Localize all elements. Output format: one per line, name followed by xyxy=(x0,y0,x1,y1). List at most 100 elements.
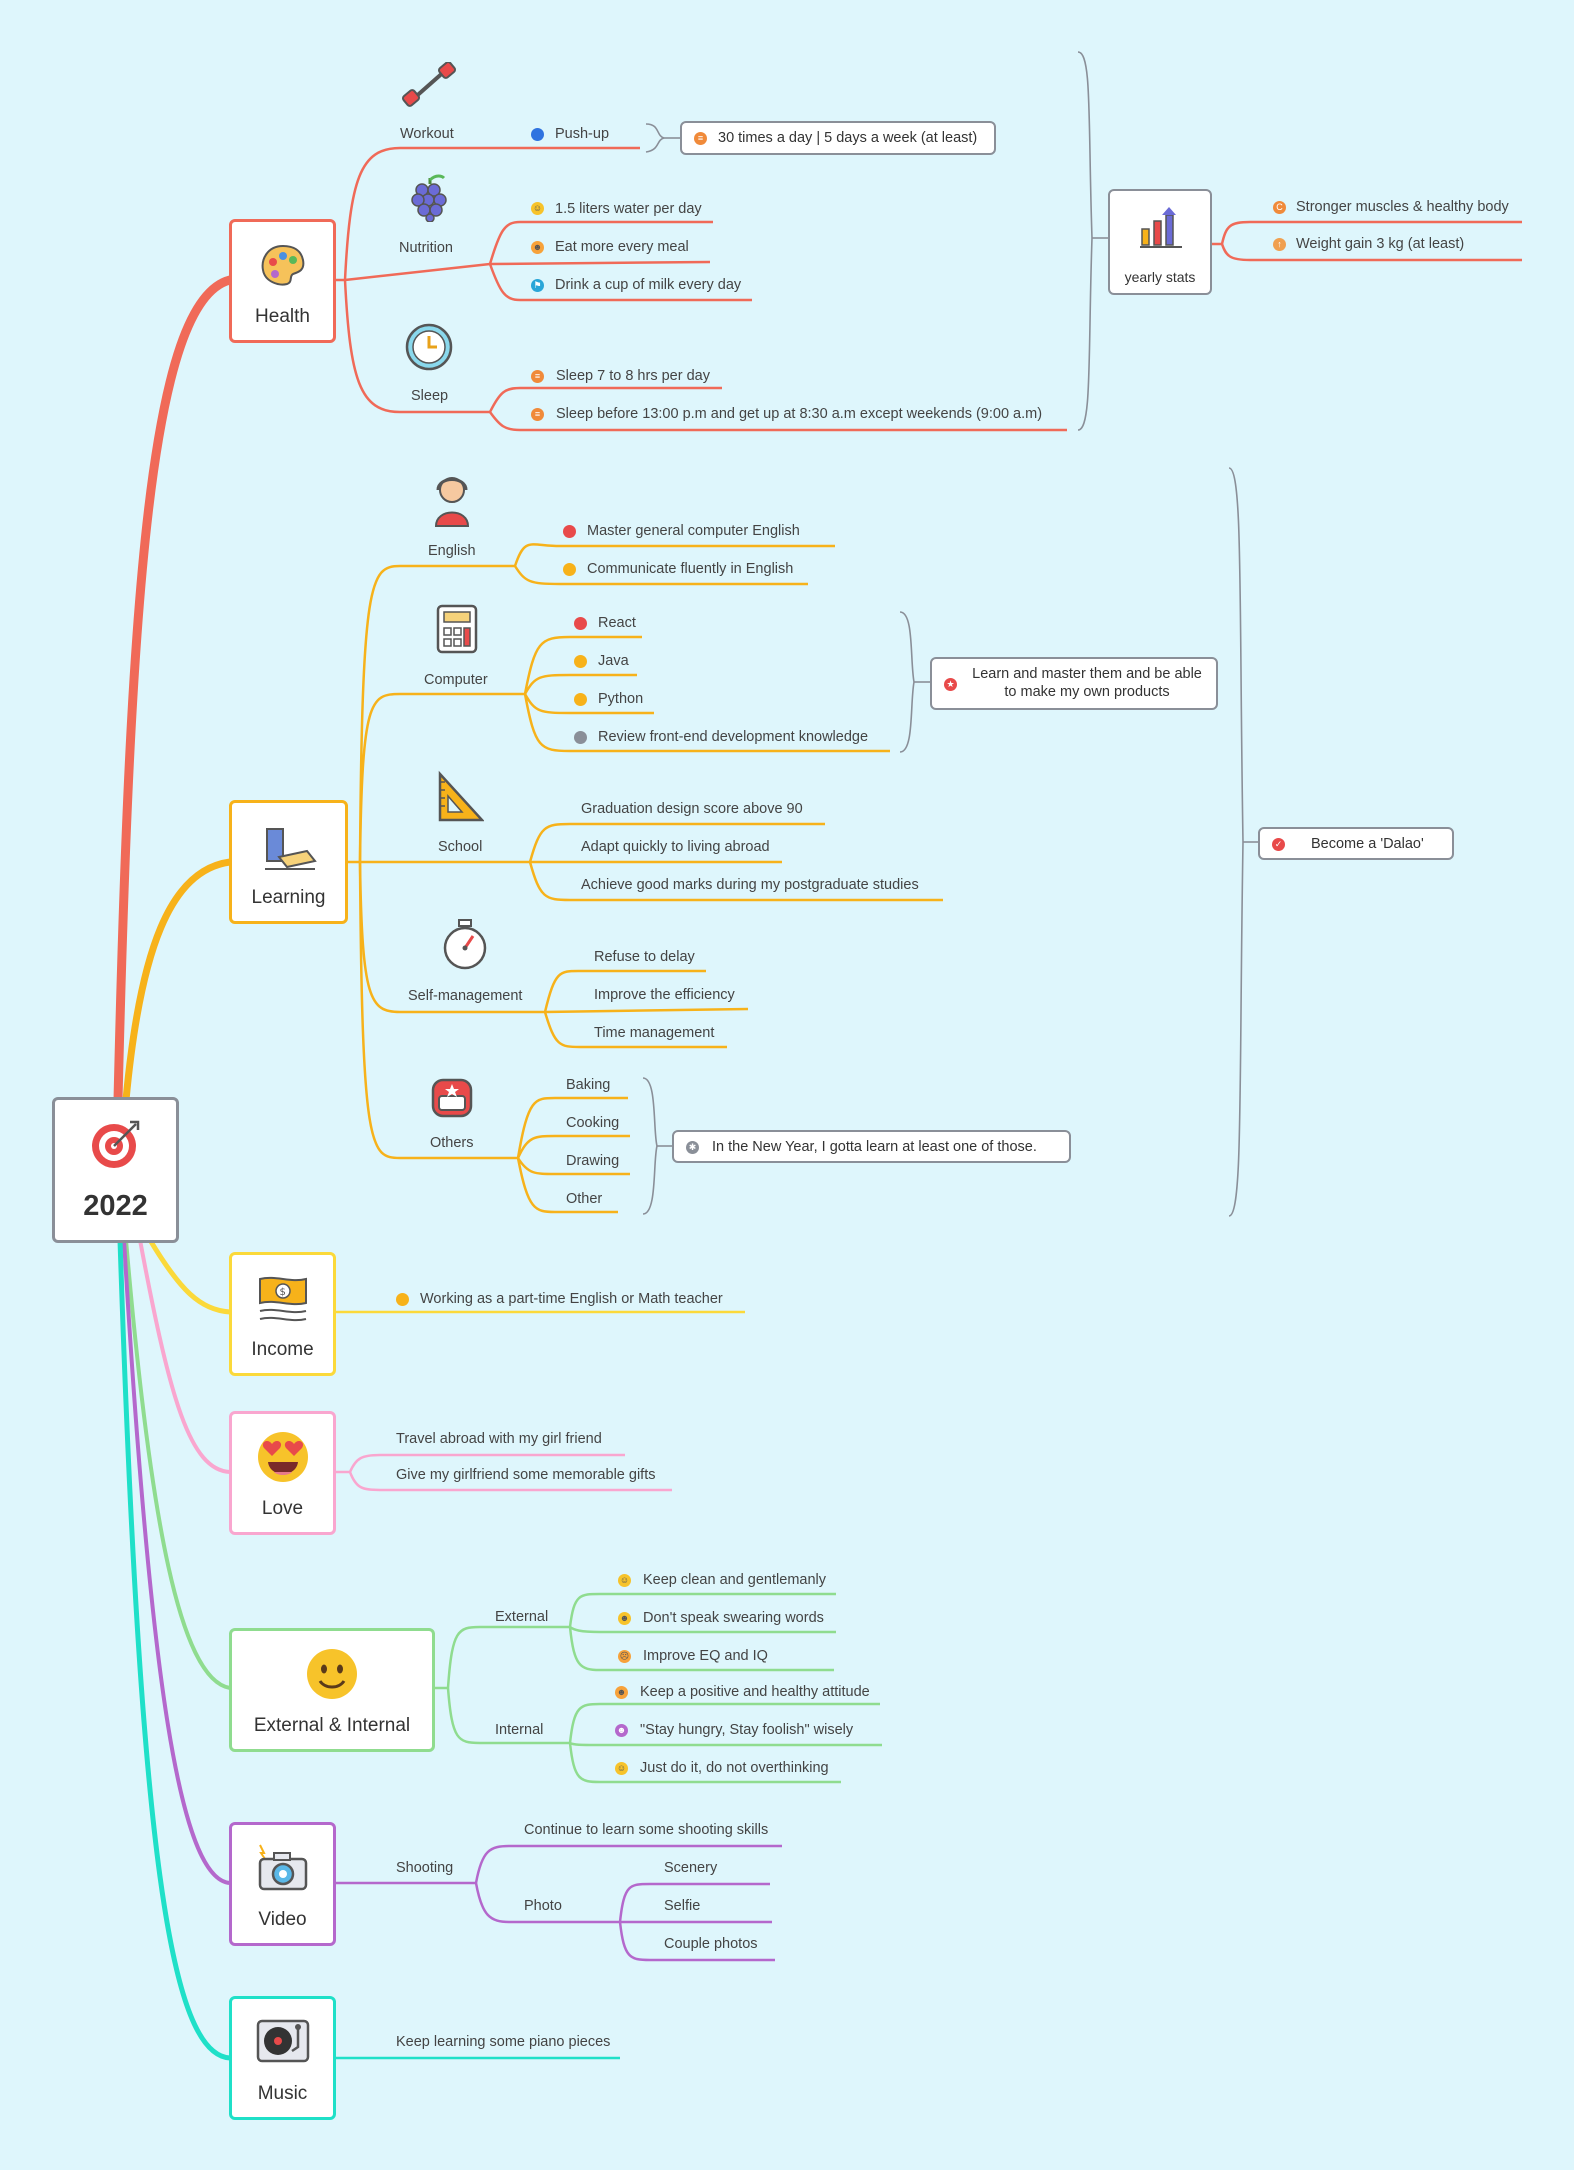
others-label: Others xyxy=(430,1135,474,1151)
love-title: Love xyxy=(261,1498,304,1519)
red-marker xyxy=(574,617,587,630)
branch-learning xyxy=(122,858,234,1104)
school-item: Graduation design score above 90 xyxy=(581,801,803,817)
external-item: Improve EQ and IQ xyxy=(643,1648,768,1664)
orange-marker xyxy=(563,563,576,576)
english-item: Master general computer English xyxy=(587,523,800,539)
sleep-marker: ≡ xyxy=(531,408,544,421)
nutrition-item: 1.5 liters water per day xyxy=(555,201,702,217)
target-icon xyxy=(90,1118,142,1175)
ruler-triangle-icon xyxy=(436,770,485,829)
smile-face-icon: ☺ xyxy=(618,1574,631,1587)
stats-item: Weight gain 3 kg (at least) xyxy=(1296,236,1465,252)
workout-summary[interactable]: ≡ 30 times a day | 5 days a week (at lea… xyxy=(680,121,996,155)
branch-music xyxy=(117,1237,233,2061)
learning-summary[interactable]: ✓ Become a 'Dalao' xyxy=(1258,827,1454,860)
bar-chart-icon xyxy=(1138,205,1184,255)
computer-summary[interactable]: ★ Learn and master them and be able to m… xyxy=(930,657,1218,710)
branch-ext xyxy=(124,1238,232,1690)
internal-item: "Stay hungry, Stay foolish" wisely xyxy=(640,1722,854,1738)
sad-face-icon: ☹ xyxy=(618,1650,631,1663)
grin-face-icon: ☻ xyxy=(531,241,544,254)
others-item: Drawing xyxy=(566,1153,620,1169)
star-marker: ★ xyxy=(944,678,957,691)
music-item: Keep learning some piano pieces xyxy=(396,2034,611,2050)
red-marker xyxy=(563,525,576,538)
love-node[interactable]: Love xyxy=(229,1411,336,1535)
heart-eyes-face-icon xyxy=(256,1430,310,1489)
others-item: Other xyxy=(566,1191,603,1207)
photo-item: Couple photos xyxy=(664,1936,758,1952)
self-management-label: Self-management xyxy=(408,988,523,1004)
english-label: English xyxy=(428,543,476,559)
calculator-icon xyxy=(436,604,478,659)
others-summary[interactable]: ✱ In the New Year, I gotta learn at leas… xyxy=(672,1130,1071,1163)
books-icon xyxy=(261,821,317,878)
computer-item: Python xyxy=(598,691,644,707)
music-title: Music xyxy=(257,2083,308,2104)
others-summary-text: In the New Year, I gotta learn at least … xyxy=(712,1139,1037,1155)
internal-item: Keep a positive and healthy attitude xyxy=(640,1684,870,1700)
english-item: Communicate fluently in English xyxy=(587,561,794,577)
sleep-marker: ≡ xyxy=(531,370,544,383)
external-internal-title: External & Internal xyxy=(253,1715,411,1736)
dumbbell-icon xyxy=(402,61,456,113)
yearly-stats-node[interactable]: yearly stats xyxy=(1108,189,1212,295)
root-title: 2022 xyxy=(83,1190,148,1222)
smiley-face-icon xyxy=(305,1647,359,1706)
music-node[interactable]: Music xyxy=(229,1996,336,2120)
svg-text:$: $ xyxy=(279,1287,285,1298)
branch-video xyxy=(122,1238,232,1885)
external-internal-node[interactable]: External & Internal xyxy=(229,1628,435,1752)
workout-summary-text: 30 times a day | 5 days a week (at least… xyxy=(718,130,978,146)
school-item: Achieve good marks during my postgraduat… xyxy=(581,877,919,893)
backpack-icon xyxy=(427,1070,477,1125)
nutrition-label: Nutrition xyxy=(399,240,453,256)
grapes-icon xyxy=(408,170,452,227)
video-title: Video xyxy=(258,1909,307,1930)
photo-item: Selfie xyxy=(664,1898,701,1914)
self-item: Improve the efficiency xyxy=(594,987,735,1003)
others-item: Cooking xyxy=(566,1115,620,1131)
internal-item: Just do it, do not overthinking xyxy=(640,1760,829,1776)
summary-marker: ≡ xyxy=(694,132,707,145)
external-item: Don't speak swearing words xyxy=(643,1610,824,1626)
computer-item: Review front-end development knowledge xyxy=(598,729,869,745)
computer-summary-text: Learn and master them and be able to mak… xyxy=(972,666,1202,700)
sleep-label: Sleep xyxy=(411,388,449,404)
external-item: Keep clean and gentlemanly xyxy=(643,1572,826,1588)
computer-label: Computer xyxy=(424,672,488,688)
stats-item: Stronger muscles & healthy body xyxy=(1296,199,1509,215)
orange-marker xyxy=(574,693,587,706)
money-icon: $ xyxy=(256,1273,310,1328)
health-node[interactable]: Health xyxy=(229,219,336,343)
shooting-label: Shooting xyxy=(396,1860,454,1876)
school-item: Adapt quickly to living abroad xyxy=(581,839,770,855)
branch-health xyxy=(113,275,235,1105)
push-up-label: Push-up xyxy=(555,126,610,142)
self-item: Refuse to delay xyxy=(594,949,695,965)
orange-marker xyxy=(396,1293,409,1306)
thumbs-up-marker: ✓ xyxy=(1272,838,1285,851)
health-title: Health xyxy=(255,306,310,327)
stats-marker: C xyxy=(1273,201,1286,214)
computer-item: React xyxy=(598,615,636,631)
video-node[interactable]: Video xyxy=(229,1822,336,1946)
learning-summary-text: Become a 'Dalao' xyxy=(1311,836,1424,852)
clock-icon xyxy=(404,322,454,377)
learning-title: Learning xyxy=(251,887,326,908)
others-item: Baking xyxy=(566,1077,611,1093)
root-node[interactable]: 2022 xyxy=(52,1097,179,1243)
gray-marker xyxy=(574,731,587,744)
sleep-item: Sleep before 13:00 p.m and get up at 8:3… xyxy=(556,406,1043,422)
yearly-stats-label: yearly stats xyxy=(1124,269,1196,285)
income-node[interactable]: $ Income xyxy=(229,1252,336,1376)
income-title: Income xyxy=(251,1339,314,1360)
learning-node[interactable]: Learning xyxy=(229,800,348,924)
laugh-face-icon: ☻ xyxy=(615,1686,628,1699)
stopwatch-icon xyxy=(441,918,489,975)
sleep-item: Sleep 7 to 8 hrs per day xyxy=(556,368,710,384)
smile-face-icon: ☺ xyxy=(615,1762,628,1775)
shooting-item: Continue to learn some shooting skills xyxy=(524,1822,769,1838)
